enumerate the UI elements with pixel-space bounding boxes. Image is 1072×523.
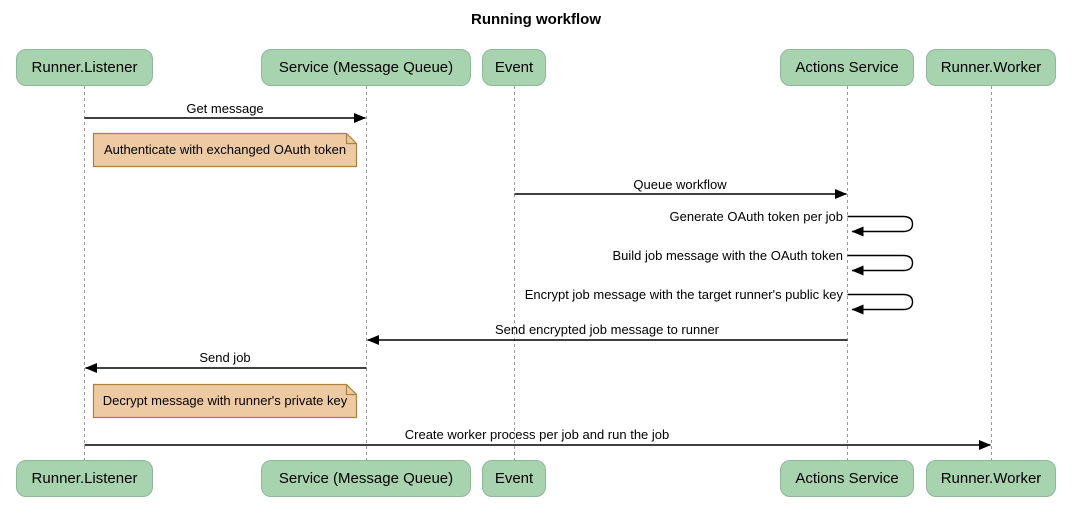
actor-label: Runner.Listener (31, 470, 138, 487)
diagram-title: Running workflow (471, 11, 601, 28)
message-label-build-message: Build job message with the OAuth token (612, 248, 843, 263)
actor-label: Runner.Listener (31, 59, 138, 76)
actor-bottom-runner-listener: Runner.Listener (16, 460, 153, 497)
self-loop-generate-token (847, 215, 914, 237)
message-label-send-encrypted: Send encrypted job message to runner (494, 322, 720, 337)
actor-label: Actions Service (795, 59, 899, 76)
note-shape-decrypt (92, 383, 358, 419)
message-label-send-job: Send job (199, 350, 251, 365)
note-decrypt: Decrypt message with runner's private ke… (102, 393, 348, 408)
note-shape-authenticate (92, 132, 358, 168)
self-loop-encrypt-message (847, 293, 914, 315)
message-label-get-message: Get message (186, 101, 264, 116)
actor-label: Runner.Worker (940, 59, 1042, 76)
actor-top-event: Event (482, 49, 546, 86)
actor-top-runner-worker: Runner.Worker (926, 49, 1056, 86)
actor-bottom-event: Event (482, 460, 546, 497)
actor-label: Actions Service (795, 470, 899, 487)
actor-bottom-service: Service (Message Queue) (261, 460, 471, 497)
actor-label: Event (494, 470, 534, 487)
actor-label: Service (Message Queue) (278, 59, 454, 76)
actor-top-actions-service: Actions Service (780, 49, 914, 86)
message-label-create-worker: Create worker process per job and run th… (404, 427, 670, 442)
message-label-queue-workflow: Queue workflow (633, 177, 727, 192)
actor-top-runner-listener: Runner.Listener (16, 49, 153, 86)
actor-label: Event (494, 59, 534, 76)
note-fold-icon (345, 133, 357, 145)
actor-label: Runner.Worker (940, 470, 1042, 487)
note-fold-icon (345, 384, 357, 396)
actor-bottom-actions-service: Actions Service (780, 460, 914, 497)
actor-top-service: Service (Message Queue) (261, 49, 471, 86)
actor-label: Service (Message Queue) (278, 470, 454, 487)
message-label-generate-token: Generate OAuth token per job (669, 209, 843, 224)
actor-bottom-runner-worker: Runner.Worker (926, 460, 1056, 497)
message-label-encrypt-message: Encrypt job message with the target runn… (524, 287, 843, 302)
note-authenticate: Authenticate with exchanged OAuth token (103, 142, 347, 157)
self-loop-build-message (847, 254, 914, 276)
